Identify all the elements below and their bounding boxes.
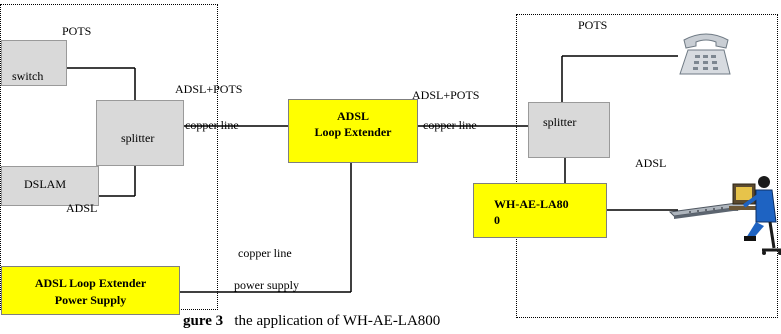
modem-box: WH-AE-LA80 0 — [473, 183, 607, 238]
dslam-label: DSLAM — [24, 177, 67, 191]
modem-line2: 0 — [494, 213, 500, 227]
adsl-pots-right-label: ADSL+POTS — [412, 88, 480, 102]
pots-left-label: POTS — [62, 24, 92, 38]
dslam-box: DSLAM — [1, 166, 99, 206]
adsl-right-label: ADSL — [635, 156, 667, 170]
telephone-icon — [679, 33, 731, 75]
extender-line2: Loop Extender — [314, 125, 392, 139]
loop-extender-box: ADSL Loop Extender — [288, 99, 418, 163]
copper-left-label: copper line — [185, 118, 239, 132]
psu-line2: Power Supply — [54, 293, 127, 307]
psu-line1: ADSL Loop Extender — [34, 276, 147, 290]
switch-box: switch — [1, 40, 67, 86]
pots-right-label: POTS — [578, 18, 608, 32]
splitter-left-box: splitter — [96, 100, 184, 166]
copper-bottom-label: copper line — [238, 246, 292, 260]
computer-user-icon — [729, 176, 781, 255]
figure-number: gure 3 — [183, 313, 224, 329]
customer-premises-region — [516, 14, 778, 318]
splitter-right-box: splitter — [528, 102, 610, 158]
power-supply-box: ADSL Loop Extender Power Supply — [1, 266, 180, 315]
splitter-left-label: splitter — [121, 131, 155, 145]
power-supply-label: power supply — [234, 278, 299, 292]
switch-label: switch — [12, 69, 44, 83]
figure-caption-text: the application of WH-AE-LA800 — [234, 313, 441, 329]
adsl-pots-left-label: ADSL+POTS — [175, 82, 243, 96]
extender-line1: ADSL — [336, 109, 369, 123]
copper-right-label: copper line — [423, 118, 477, 132]
adsl-left-label: ADSL — [66, 201, 98, 215]
router-icon — [668, 201, 750, 219]
modem-line1: WH-AE-LA80 — [494, 197, 569, 211]
splitter-right-label: splitter — [543, 115, 577, 129]
figure-caption: gure 3 the application of WH-AE-LA800 — [183, 313, 440, 330]
